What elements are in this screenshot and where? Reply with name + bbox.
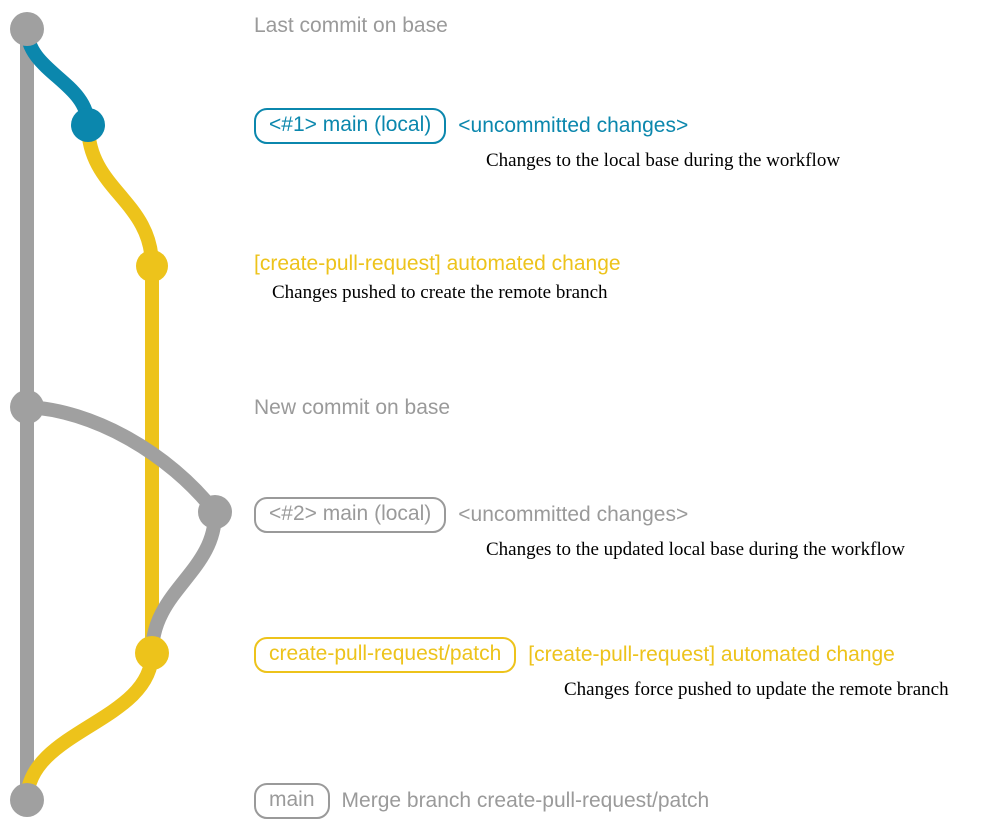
commit-subject: <uncommitted changes>	[458, 114, 689, 137]
headline: <#1> main (local) <uncommitted changes>	[254, 108, 840, 144]
commit-subject: Merge branch create-pull-request/patch	[341, 789, 710, 812]
row-merge: main Merge branch create-pull-request/pa…	[254, 783, 709, 819]
edge-base-to-merge	[20, 400, 222, 519]
commit-node-local-1[interactable]	[71, 108, 105, 142]
commit-node-base-last[interactable]	[10, 12, 44, 46]
headline: <#2> main (local) <uncommitted changes>	[254, 497, 905, 533]
edge-local-to-patch	[81, 118, 159, 273]
commit-node-patch-2[interactable]	[135, 636, 169, 670]
edge-merge-to-patch	[145, 505, 223, 660]
commit-subject: <uncommitted changes>	[458, 503, 689, 526]
row-new-commit-on-base: New commit on base	[254, 396, 450, 420]
commit-subject: [create-pull-request] automated change	[528, 643, 895, 666]
commit-note: Changes to the updated local base during…	[486, 539, 905, 560]
git-graph	[10, 12, 232, 817]
branch-badge-main-local-1[interactable]: <#1> main (local)	[254, 108, 447, 144]
edge-patch-to-base	[20, 646, 159, 807]
commit-note: Changes pushed to create the remote bran…	[272, 282, 608, 303]
headline: main Merge branch create-pull-request/pa…	[254, 783, 709, 819]
commit-note: Changes to the local base during the wor…	[486, 150, 841, 171]
commit-node-merge[interactable]	[10, 783, 44, 817]
row-automated-change-2: create-pull-request/patch [create-pull-r…	[254, 637, 949, 701]
commit-subject: New commit on base	[254, 396, 451, 419]
row-last-commit-on-base: Last commit on base	[254, 14, 448, 38]
branch-badge-main-local-2[interactable]: <#2> main (local)	[254, 497, 447, 533]
branch-badge-create-pull-request-patch[interactable]: create-pull-request/patch	[254, 637, 517, 673]
row-automated-change-1: [create-pull-request] automated change C…	[254, 252, 621, 304]
branch-badge-main[interactable]: main	[254, 783, 330, 819]
headline: [create-pull-request] automated change	[254, 252, 621, 276]
headline: create-pull-request/patch [create-pull-r…	[254, 637, 949, 673]
commit-node-patch-1[interactable]	[136, 250, 168, 282]
commit-node-base-new[interactable]	[10, 390, 44, 424]
row-local-2: <#2> main (local) <uncommitted changes> …	[254, 497, 905, 561]
commit-subject: [create-pull-request] automated change	[254, 252, 621, 275]
commit-node-local-2[interactable]	[198, 495, 232, 529]
commit-subject: Last commit on base	[254, 14, 448, 37]
row-local-1: <#1> main (local) <uncommitted changes> …	[254, 108, 840, 172]
headline: Last commit on base	[254, 14, 448, 38]
commit-note: Changes force pushed to update the remot…	[564, 679, 949, 700]
headline: New commit on base	[254, 396, 450, 420]
